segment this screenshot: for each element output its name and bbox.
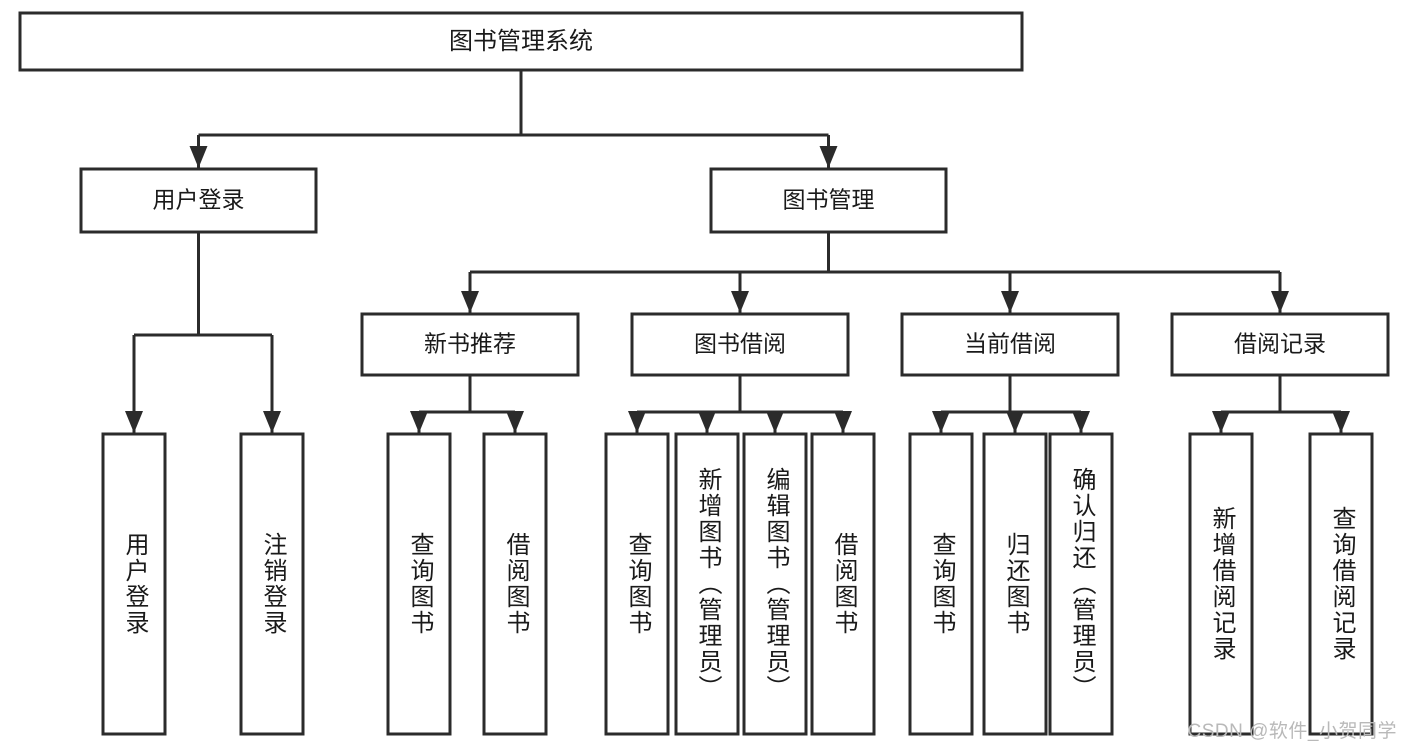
arrowhead-icon-book-borrow bbox=[731, 291, 749, 313]
arrowhead-icon-current-borrow bbox=[1001, 291, 1019, 313]
node-borrow-record[interactable] bbox=[1170, 312, 1390, 377]
arrowhead-icon-leaf-return-book bbox=[1006, 411, 1024, 433]
node-leaf-borrow-book-1[interactable] bbox=[482, 432, 548, 736]
node-new-book-rec-label: 新书推荐 bbox=[424, 331, 516, 357]
node-book-manage-label: 图书管理 bbox=[783, 187, 875, 213]
node-leaf-query-book-3[interactable] bbox=[908, 432, 974, 736]
node-borrow-record-label: 借阅记录 bbox=[1234, 331, 1326, 357]
node-new-book-rec[interactable] bbox=[360, 312, 580, 377]
arrowhead-icon-leaf-query-book-1 bbox=[410, 411, 428, 433]
watermark: CSDN @软件_小贺同学 bbox=[1187, 721, 1397, 742]
arrowhead-icon-leaf-confirm-return bbox=[1072, 411, 1090, 433]
node-leaf-return-book[interactable] bbox=[982, 432, 1048, 736]
arrowhead-icon-leaf-query-record bbox=[1332, 411, 1350, 433]
arrowhead-icon-leaf-add-book bbox=[698, 411, 716, 433]
node-leaf-user-logout[interactable] bbox=[239, 432, 305, 736]
connector-layer bbox=[125, 70, 1350, 433]
node-box-layer bbox=[18, 11, 1390, 736]
node-user-login[interactable] bbox=[79, 167, 318, 234]
node-current-borrow-label: 当前借阅 bbox=[964, 331, 1056, 357]
node-book-manage[interactable] bbox=[709, 167, 948, 234]
node-current-borrow[interactable] bbox=[900, 312, 1120, 377]
arrowhead-icon-leaf-user-logout bbox=[263, 411, 281, 433]
arrowhead-icon-leaf-user-login bbox=[125, 411, 143, 433]
node-leaf-confirm-return[interactable] bbox=[1048, 432, 1114, 736]
node-user-login-label: 用户登录 bbox=[153, 187, 245, 213]
node-leaf-add-book[interactable] bbox=[674, 432, 740, 736]
arrowhead-icon-leaf-borrow-book-1 bbox=[506, 411, 524, 433]
node-book-borrow[interactable] bbox=[630, 312, 850, 377]
arrowhead-icon-new-book-rec bbox=[461, 291, 479, 313]
arrowhead-icon-leaf-borrow-book-2 bbox=[834, 411, 852, 433]
arrowhead-icon-leaf-add-record bbox=[1212, 411, 1230, 433]
arrowhead-icon-leaf-query-book-3 bbox=[932, 411, 950, 433]
arrowhead-icon-leaf-query-book-2 bbox=[628, 411, 646, 433]
arrowhead-icon-leaf-edit-book bbox=[766, 411, 784, 433]
node-leaf-edit-book[interactable] bbox=[742, 432, 808, 736]
node-leaf-borrow-book-2[interactable] bbox=[810, 432, 876, 736]
node-leaf-query-record[interactable] bbox=[1308, 432, 1374, 736]
node-book-borrow-label: 图书借阅 bbox=[694, 331, 786, 357]
node-leaf-user-login[interactable] bbox=[101, 432, 167, 736]
node-leaf-query-book-2[interactable] bbox=[604, 432, 670, 736]
node-leaf-add-record[interactable] bbox=[1188, 432, 1254, 736]
arrowhead-icon-user-login bbox=[189, 146, 208, 168]
node-root-label: 图书管理系统 bbox=[449, 28, 593, 55]
arrowhead-icon-book-manage bbox=[819, 146, 838, 168]
node-root[interactable] bbox=[18, 11, 1024, 72]
arrowhead-icon-borrow-record bbox=[1271, 291, 1289, 313]
node-leaf-query-book-1[interactable] bbox=[386, 432, 452, 736]
